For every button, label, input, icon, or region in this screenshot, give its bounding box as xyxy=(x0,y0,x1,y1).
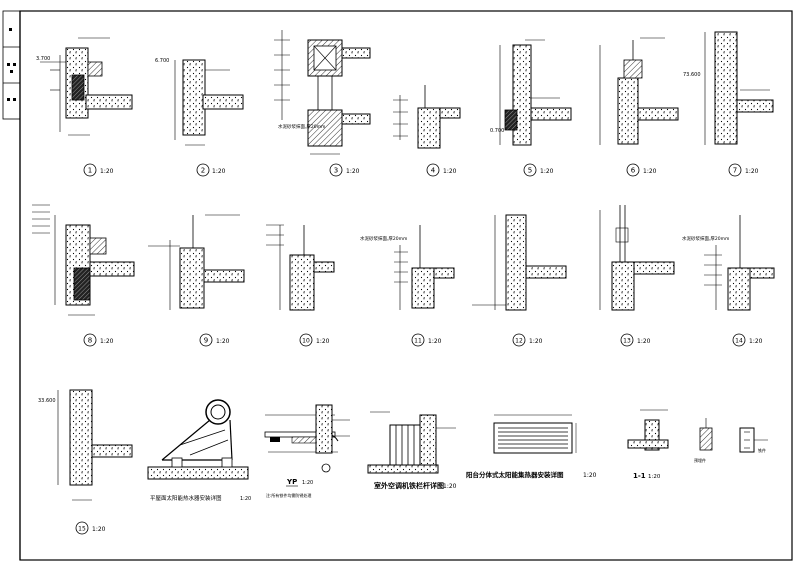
detail-1: 3.700 1 1:20 xyxy=(36,37,133,177)
detail-2-number: 2 xyxy=(201,167,205,175)
detail-7-number: 7 xyxy=(733,167,737,175)
detail-7-scale: 1:20 xyxy=(745,168,759,175)
yp-note: 注:所有铁件均需防锈处理 xyxy=(266,492,311,498)
detail-7-level: 73.600 xyxy=(683,72,701,78)
detail-4: 4 1:20 xyxy=(393,85,461,177)
detail-14-number: 14 xyxy=(735,338,743,345)
detail-5-level: 0.700 xyxy=(490,128,504,134)
detail-11-scale: 1:20 xyxy=(428,338,442,345)
yp-title: YP xyxy=(286,478,297,486)
detail-2: 6.700 2 1:20 xyxy=(155,58,244,177)
detail-1-level: 3.700 xyxy=(36,56,50,62)
solar-scale: 1:20 xyxy=(583,472,597,479)
detail-10: 10 1:20 xyxy=(266,224,335,347)
detail-12-number: 12 xyxy=(515,338,523,345)
bracket-caption: 平屋面太阳能热水器安装详图 xyxy=(150,494,222,502)
detail-2-marker xyxy=(196,163,210,177)
detail-14-marker xyxy=(732,333,746,347)
detail-14-scale: 1:20 xyxy=(749,338,763,345)
detail-7-marker xyxy=(728,163,742,177)
roof-solar-bracket-detail: 平屋面太阳能热水器安装详图 1:20 xyxy=(147,399,251,502)
detail-10-number: 10 xyxy=(302,338,310,345)
detail-1-scale: 1:20 xyxy=(100,168,114,175)
detail-8: 8 1:20 xyxy=(32,204,135,347)
detail-10-marker xyxy=(299,333,313,347)
iron-part-label: 铁件 xyxy=(758,447,766,453)
detail-5-scale: 1:20 xyxy=(540,168,554,175)
detail-15: 33.600 15 1:20 xyxy=(38,389,133,535)
detail-4-number: 4 xyxy=(431,167,436,175)
detail-15-marker xyxy=(75,521,89,535)
detail-9: 9 1:20 xyxy=(148,214,245,347)
detail-6-marker xyxy=(626,163,640,177)
detail-5-number: 5 xyxy=(528,167,532,175)
section-scale: 1:20 xyxy=(648,474,661,480)
iron-part-detail: 铁件 xyxy=(739,427,768,453)
solar-caption: 阳台分体式太阳能集热器安装详图 xyxy=(466,470,564,479)
detail-10-scale: 1:20 xyxy=(316,338,330,345)
detail-3-note: 水泥砂浆抹面,厚20mm xyxy=(278,123,325,130)
detail-8-scale: 1:20 xyxy=(100,338,114,345)
detail-9-marker xyxy=(199,333,213,347)
detail-12: 12 1:20 xyxy=(472,214,567,347)
detail-11-number: 11 xyxy=(414,338,422,345)
detail-8-number: 8 xyxy=(88,337,92,345)
detail-2-level: 6.700 xyxy=(155,58,169,64)
bracket-scale: 1:20 xyxy=(240,496,251,502)
detail-1-number: 1 xyxy=(88,167,92,175)
detail-15-number: 15 xyxy=(78,526,86,533)
detail-3: 水泥砂浆抹面,厚20mm 3 1:20 xyxy=(274,30,371,177)
ac-caption: 室外空调机铁栏杆详图 xyxy=(374,481,444,490)
detail-15-level: 33.600 xyxy=(38,398,56,404)
section-1-1-detail: 1-1 1:20 xyxy=(627,409,669,480)
detail-5-marker xyxy=(523,163,537,177)
detail-7: 73.600 7 1:20 xyxy=(683,31,774,177)
embedded-part-detail: 预埋件 xyxy=(694,418,713,463)
detail-5: 0.700 5 1:20 xyxy=(490,39,572,177)
embedded-part-label: 预埋件 xyxy=(694,457,706,463)
detail-4-marker xyxy=(426,163,440,177)
detail-13-number: 13 xyxy=(623,338,631,345)
detail-6-scale: 1:20 xyxy=(643,168,657,175)
binding-stamp xyxy=(2,10,21,120)
detail-8-marker xyxy=(83,333,97,347)
detail-4-scale: 1:20 xyxy=(443,168,457,175)
detail-3-marker xyxy=(329,163,343,177)
detail-1-marker xyxy=(83,163,97,177)
detail-12-scale: 1:20 xyxy=(529,338,543,345)
detail-13-scale: 1:20 xyxy=(637,338,651,345)
detail-6: 6 1:20 xyxy=(599,37,679,177)
sheet-border xyxy=(19,10,793,561)
detail-13: 13 1:20 xyxy=(599,205,675,347)
detail-12-marker xyxy=(512,333,526,347)
detail-6-number: 6 xyxy=(631,167,636,175)
detail-14-note: 水泥砂浆抹面,厚20mm xyxy=(682,235,729,242)
detail-11: 水泥砂浆抹面,厚20mm 11 1:20 xyxy=(360,225,455,347)
balcony-solar-collector-detail: 阳台分体式太阳能集热器安装详图 1:20 xyxy=(466,414,597,479)
ac-scale: 1:20 xyxy=(443,483,457,490)
detail-13-marker xyxy=(620,333,634,347)
detail-15-scale: 1:20 xyxy=(92,526,106,533)
detail-3-number: 3 xyxy=(334,167,338,175)
detail-3-scale: 1:20 xyxy=(346,168,360,175)
yp-scale: 1:20 xyxy=(302,480,313,486)
ac-railing-detail: 室外空调机铁栏杆详图 1:20 xyxy=(367,411,457,490)
detail-11-marker xyxy=(411,333,425,347)
detail-2-scale: 1:20 xyxy=(212,168,226,175)
detail-14: 水泥砂浆抹面,厚20mm 14 1:20 xyxy=(682,215,775,347)
section-label: 1-1 xyxy=(633,472,646,480)
detail-9-scale: 1:20 xyxy=(216,338,230,345)
detail-11-note: 水泥砂浆抹面,厚20mm xyxy=(360,235,407,242)
detail-9-number: 9 xyxy=(204,337,208,345)
yp-wall-section xyxy=(315,404,350,473)
